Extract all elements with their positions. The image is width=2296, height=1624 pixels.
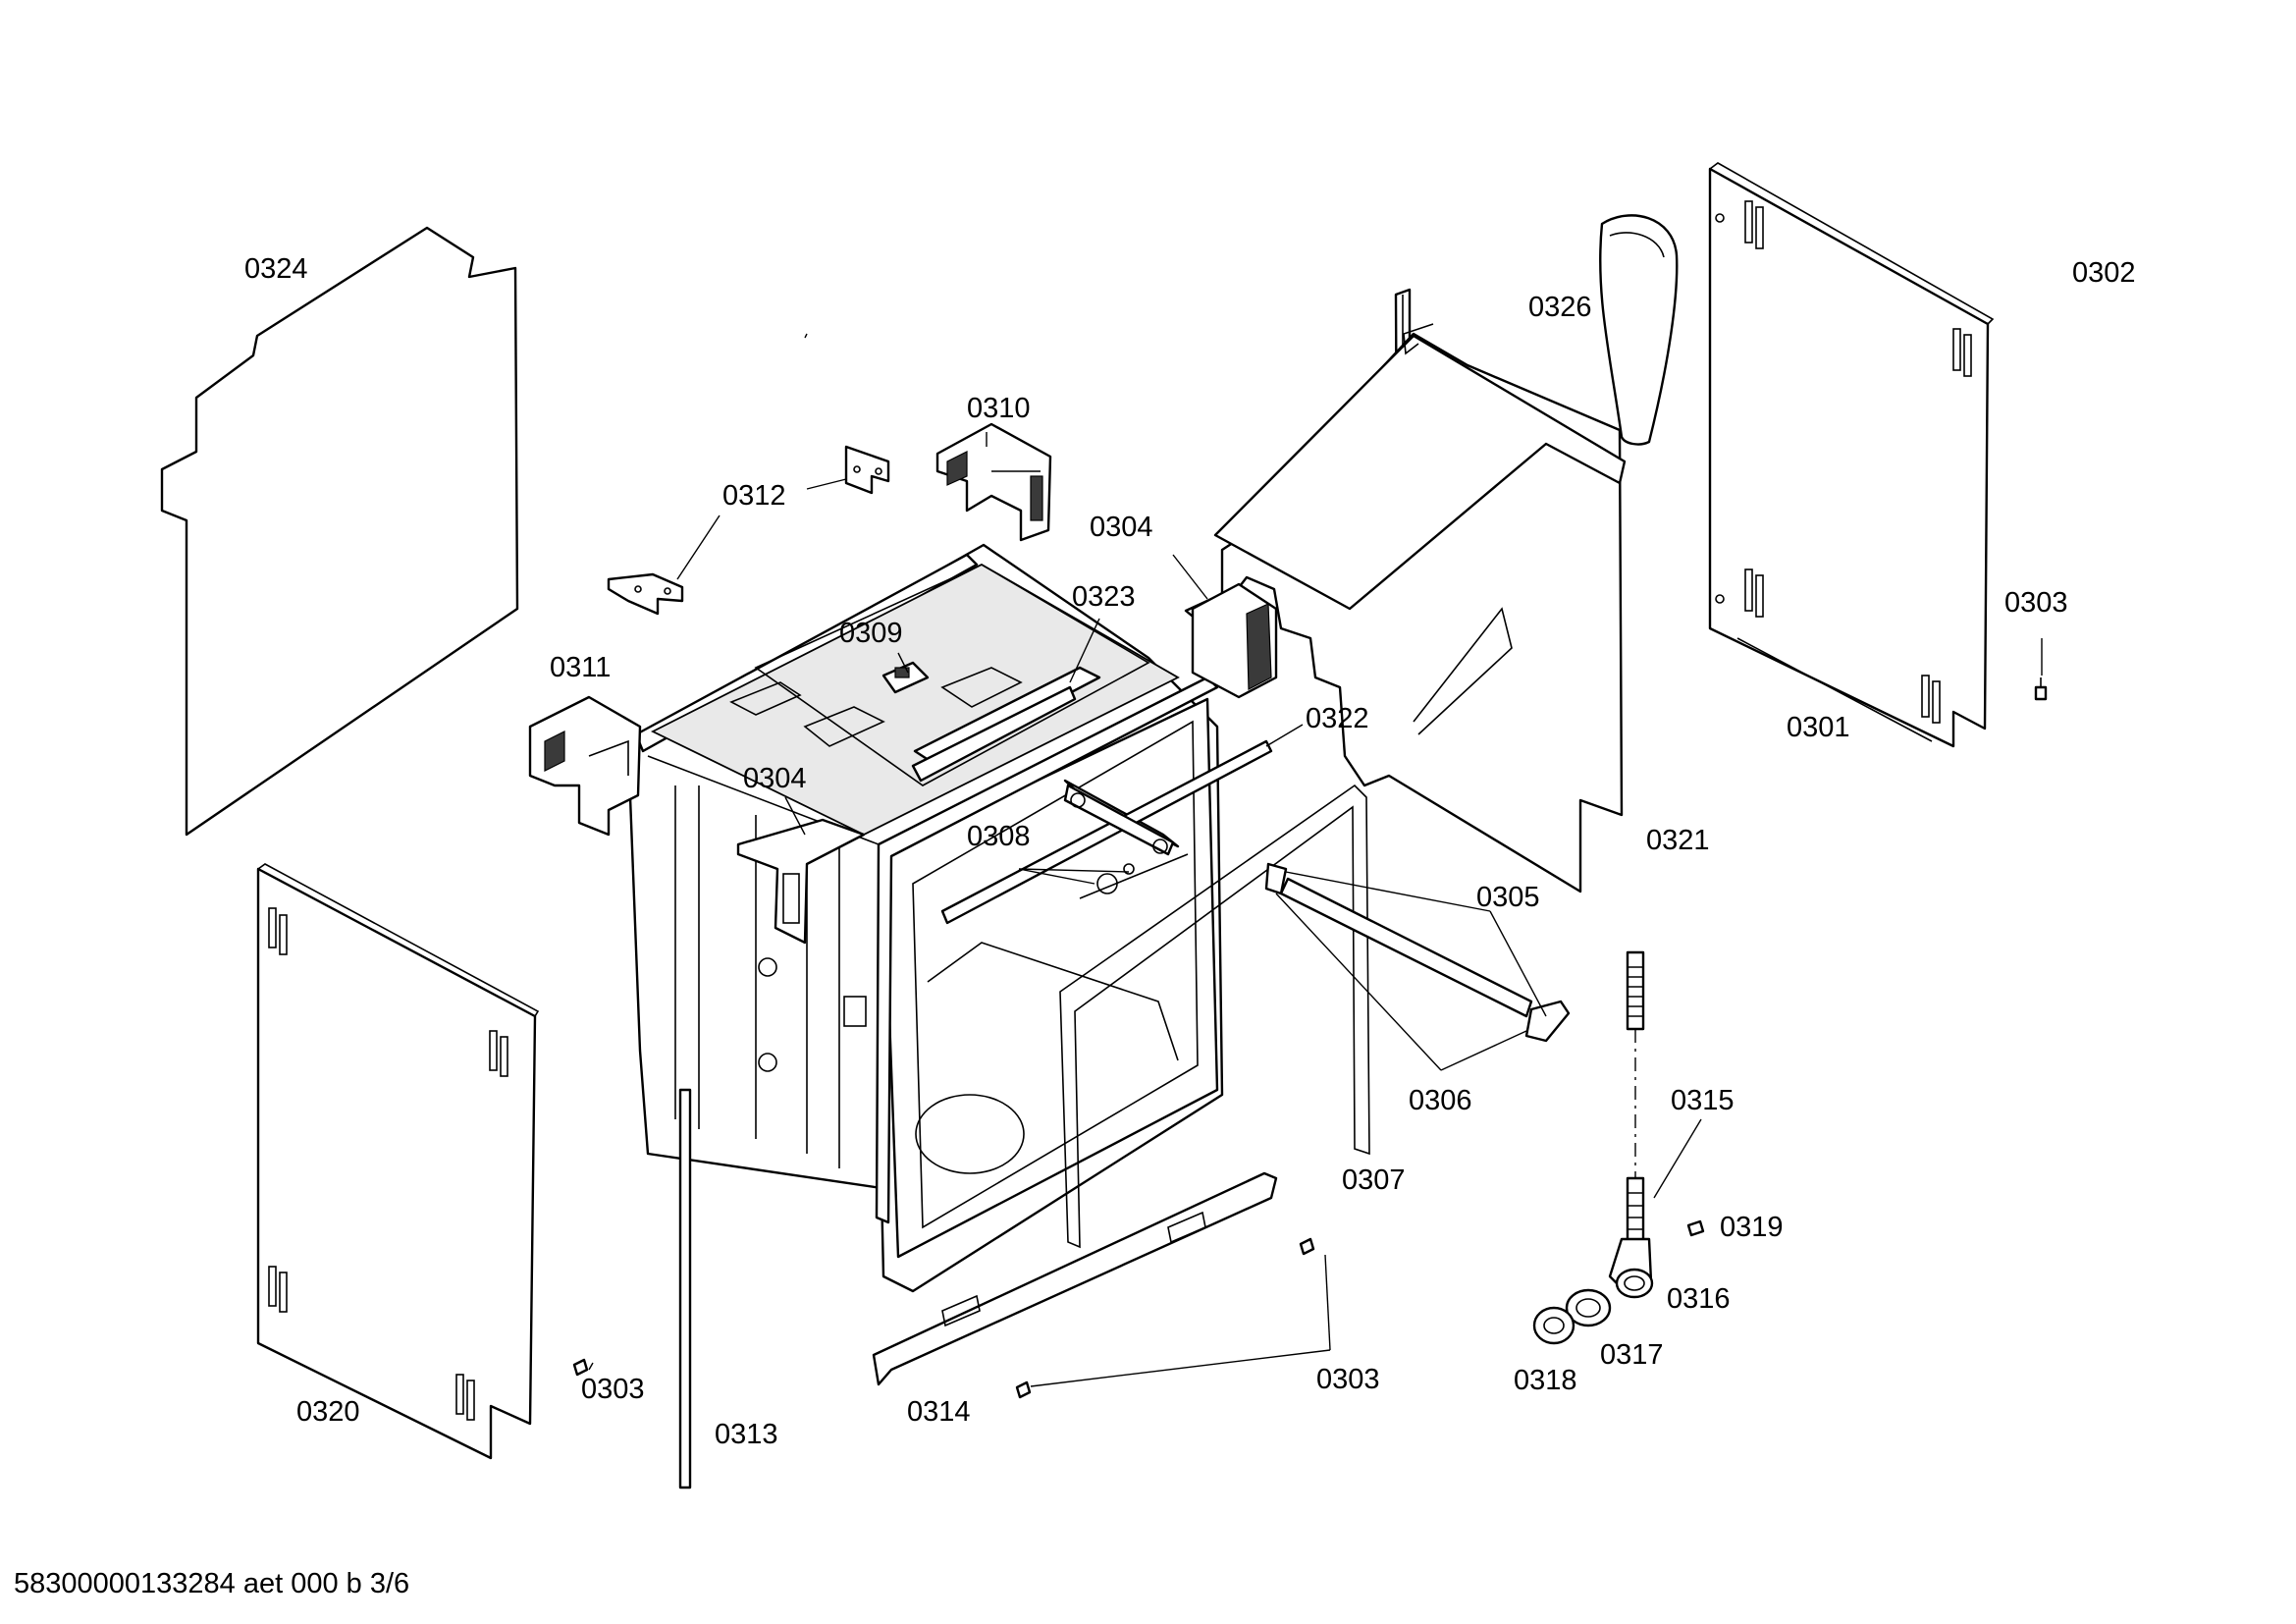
callout-0306: 0306	[1409, 1085, 1472, 1116]
callout-0316: 0316	[1667, 1283, 1731, 1315]
callout-0305: 0305	[1476, 882, 1540, 913]
part-0324-rear-panel	[160, 226, 519, 837]
callout-0313: 0313	[715, 1419, 778, 1450]
part-0301-right-side-panel	[1708, 162, 1995, 748]
part-0308-bracket	[1063, 784, 1175, 856]
callout-0307: 0307	[1342, 1164, 1406, 1196]
callout-0317: 0317	[1600, 1339, 1664, 1371]
part-0326-wedge	[1599, 214, 1679, 446]
document-id: 58300000133284 aet 000 b 3/6	[14, 1568, 410, 1599]
part-0303-screw-mid	[1299, 1237, 1315, 1256]
callout-0304-lower: 0304	[743, 763, 807, 794]
part-0305-rail	[1264, 862, 1571, 1043]
callout-0303-left: 0303	[581, 1374, 645, 1405]
part-0313-seal-strip	[678, 1088, 692, 1489]
part-0316-elbow	[1608, 1237, 1654, 1299]
part-0323-strip	[911, 685, 1077, 783]
callout-0312: 0312	[722, 480, 786, 512]
callout-0318: 0318	[1514, 1365, 1577, 1396]
main-tub-body	[626, 543, 1224, 1293]
part-0317-ring	[1565, 1288, 1612, 1327]
part-0304-bracket-mat	[1191, 582, 1278, 699]
callout-0326: 0326	[1528, 292, 1592, 323]
part-0303-screw-bottom	[1015, 1380, 1032, 1399]
callout-0324: 0324	[244, 253, 308, 285]
part-0312-bracket-a	[844, 445, 890, 495]
callout-0321: 0321	[1646, 825, 1710, 856]
callout-0303-bottom: 0303	[1316, 1364, 1380, 1395]
callout-0315: 0315	[1671, 1085, 1735, 1116]
part-0315-hose	[1626, 950, 1645, 1244]
part-0314-base-plate	[872, 1171, 1278, 1386]
part-0303-screw-right	[2034, 677, 2048, 701]
part-0304-bracket-tub	[736, 818, 866, 945]
part-0321-insulation-mat	[1184, 323, 1627, 893]
callout-0303-right: 0303	[2004, 587, 2068, 619]
callout-0309: 0309	[839, 618, 903, 649]
callout-0320: 0320	[296, 1396, 360, 1428]
callout-0308: 0308	[967, 821, 1031, 852]
callout-0314: 0314	[907, 1396, 971, 1428]
part-0319-screw	[1686, 1219, 1705, 1237]
callout-0319: 0319	[1720, 1212, 1784, 1243]
callout-labels: 0324 0310 0312 0304 0323 0309 0311 0322 …	[244, 253, 2136, 1450]
callout-0311: 0311	[550, 652, 611, 683]
part-0320-left-side-panel	[256, 863, 540, 1460]
part-0318-cap	[1532, 1306, 1575, 1345]
callout-0323: 0323	[1072, 581, 1136, 613]
callout-0302: 0302	[2072, 257, 2136, 289]
part-0310-connector	[935, 422, 1052, 542]
callout-0322: 0322	[1306, 703, 1369, 734]
callout-0304-upper: 0304	[1090, 512, 1153, 543]
part-0311-connector	[528, 695, 642, 837]
callout-0310: 0310	[967, 393, 1031, 424]
part-0309-clip	[881, 661, 930, 694]
part-0312-bracket-b	[607, 572, 684, 616]
callout-0301: 0301	[1787, 712, 1850, 743]
part-0303-screw-left	[572, 1358, 589, 1377]
leader-lines	[588, 333, 2043, 1387]
part-0322-strip	[940, 739, 1273, 925]
